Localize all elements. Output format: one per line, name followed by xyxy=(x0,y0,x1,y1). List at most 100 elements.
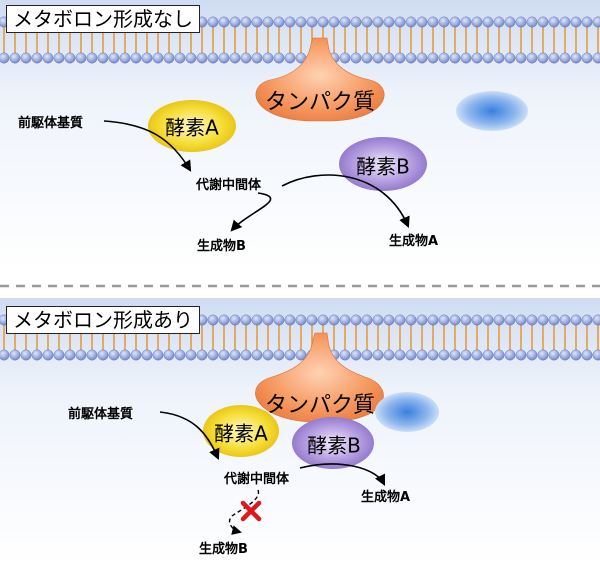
lipid-head xyxy=(504,314,516,326)
lipid-head xyxy=(240,16,252,28)
lipid-head xyxy=(317,16,329,28)
lipid-head xyxy=(383,314,395,326)
lipid-head xyxy=(306,16,318,28)
intermediate-label: 代謝中間体 xyxy=(196,178,262,193)
lipid-head xyxy=(350,52,362,64)
lipid-head xyxy=(548,314,560,326)
lipid-head xyxy=(0,349,10,361)
lipid-head xyxy=(515,52,527,64)
lipid-head xyxy=(218,314,230,326)
lipid-head xyxy=(559,314,571,326)
protein-transmembrane xyxy=(255,37,385,122)
product-a-label: 生成物A xyxy=(361,490,411,505)
product-b-label: 生成物B xyxy=(197,239,246,254)
lipid-head xyxy=(97,349,109,361)
lipid-head xyxy=(361,16,373,28)
lipid-head xyxy=(328,16,340,28)
panel-title: メタボロン形成あり xyxy=(6,306,200,334)
lipid-head xyxy=(86,52,98,64)
vesicle xyxy=(456,91,528,131)
lipid-head xyxy=(31,349,43,361)
lipid-head xyxy=(240,314,252,326)
lipid-head xyxy=(482,52,494,64)
lipid-head xyxy=(570,314,582,326)
lipid-head xyxy=(262,16,274,28)
lipid-head xyxy=(581,16,593,28)
lipid-head xyxy=(372,16,384,28)
lipid-head xyxy=(295,349,307,361)
lipid-head xyxy=(42,52,54,64)
lipid-head xyxy=(493,16,505,28)
lipid-head xyxy=(53,349,65,361)
lipid-head xyxy=(108,52,120,64)
lipid-head xyxy=(515,16,527,28)
lipid-head xyxy=(339,314,351,326)
lipid-head xyxy=(581,349,593,361)
lipid-head xyxy=(493,52,505,64)
enzyme-a xyxy=(148,100,236,152)
lipid-head xyxy=(405,349,417,361)
lipid-head xyxy=(372,349,384,361)
reaction-arrow xyxy=(159,411,220,461)
reaction-arrow xyxy=(230,192,272,232)
lipid-head xyxy=(284,16,296,28)
lipid-head xyxy=(416,52,428,64)
lipid-head xyxy=(262,314,274,326)
lipid-head xyxy=(537,349,549,361)
lipid-head xyxy=(339,349,351,361)
precursor-label: 前駆体基質 xyxy=(18,116,84,131)
lipid-head xyxy=(163,349,175,361)
lipid-head xyxy=(251,16,263,28)
lipid-head xyxy=(570,349,582,361)
lipid-head xyxy=(515,314,527,326)
lipid-head xyxy=(196,52,208,64)
lipid-head xyxy=(141,52,153,64)
lipid-head xyxy=(130,52,142,64)
lipid-head xyxy=(592,16,600,28)
lipid-head xyxy=(185,52,197,64)
lipid-head xyxy=(438,314,450,326)
product-b-label: 生成物B xyxy=(199,542,248,557)
lipid-head xyxy=(504,16,516,28)
enzyme-b xyxy=(292,417,374,469)
lipid-head xyxy=(427,52,439,64)
lipid-head xyxy=(218,52,230,64)
lipid-head xyxy=(394,16,406,28)
lipid-head xyxy=(119,52,131,64)
lipid-head xyxy=(548,349,560,361)
lipid-head xyxy=(383,52,395,64)
lipid-head xyxy=(207,314,219,326)
lipid-head xyxy=(152,52,164,64)
lipid-head xyxy=(229,52,241,64)
lipid-head xyxy=(0,52,10,64)
lipid-head xyxy=(9,52,21,64)
lipid-head xyxy=(20,52,32,64)
lipid-head xyxy=(174,52,186,64)
product-a-label: 生成物A xyxy=(389,234,439,249)
lipid-head xyxy=(438,52,450,64)
lipid-head xyxy=(9,349,21,361)
reaction-arrow xyxy=(299,463,386,487)
lipid-head xyxy=(526,16,538,28)
lipid-head xyxy=(548,16,560,28)
lipid-head xyxy=(141,349,153,361)
reaction-arrow xyxy=(281,174,410,229)
lipid-head xyxy=(350,314,362,326)
lipid-head xyxy=(405,52,417,64)
lipid-head xyxy=(449,52,461,64)
lipid-head xyxy=(53,52,65,64)
lipid-head xyxy=(251,349,263,361)
lipid-head xyxy=(64,52,76,64)
lipid-head xyxy=(427,16,439,28)
lipid-head xyxy=(262,349,274,361)
lipid-head xyxy=(460,314,472,326)
lipid-head xyxy=(405,16,417,28)
lipid-head xyxy=(350,16,362,28)
lipid-head xyxy=(482,314,494,326)
lipid-head xyxy=(339,16,351,28)
lipid-head xyxy=(537,314,549,326)
lipid-head xyxy=(416,314,428,326)
lipid-head xyxy=(372,52,384,64)
